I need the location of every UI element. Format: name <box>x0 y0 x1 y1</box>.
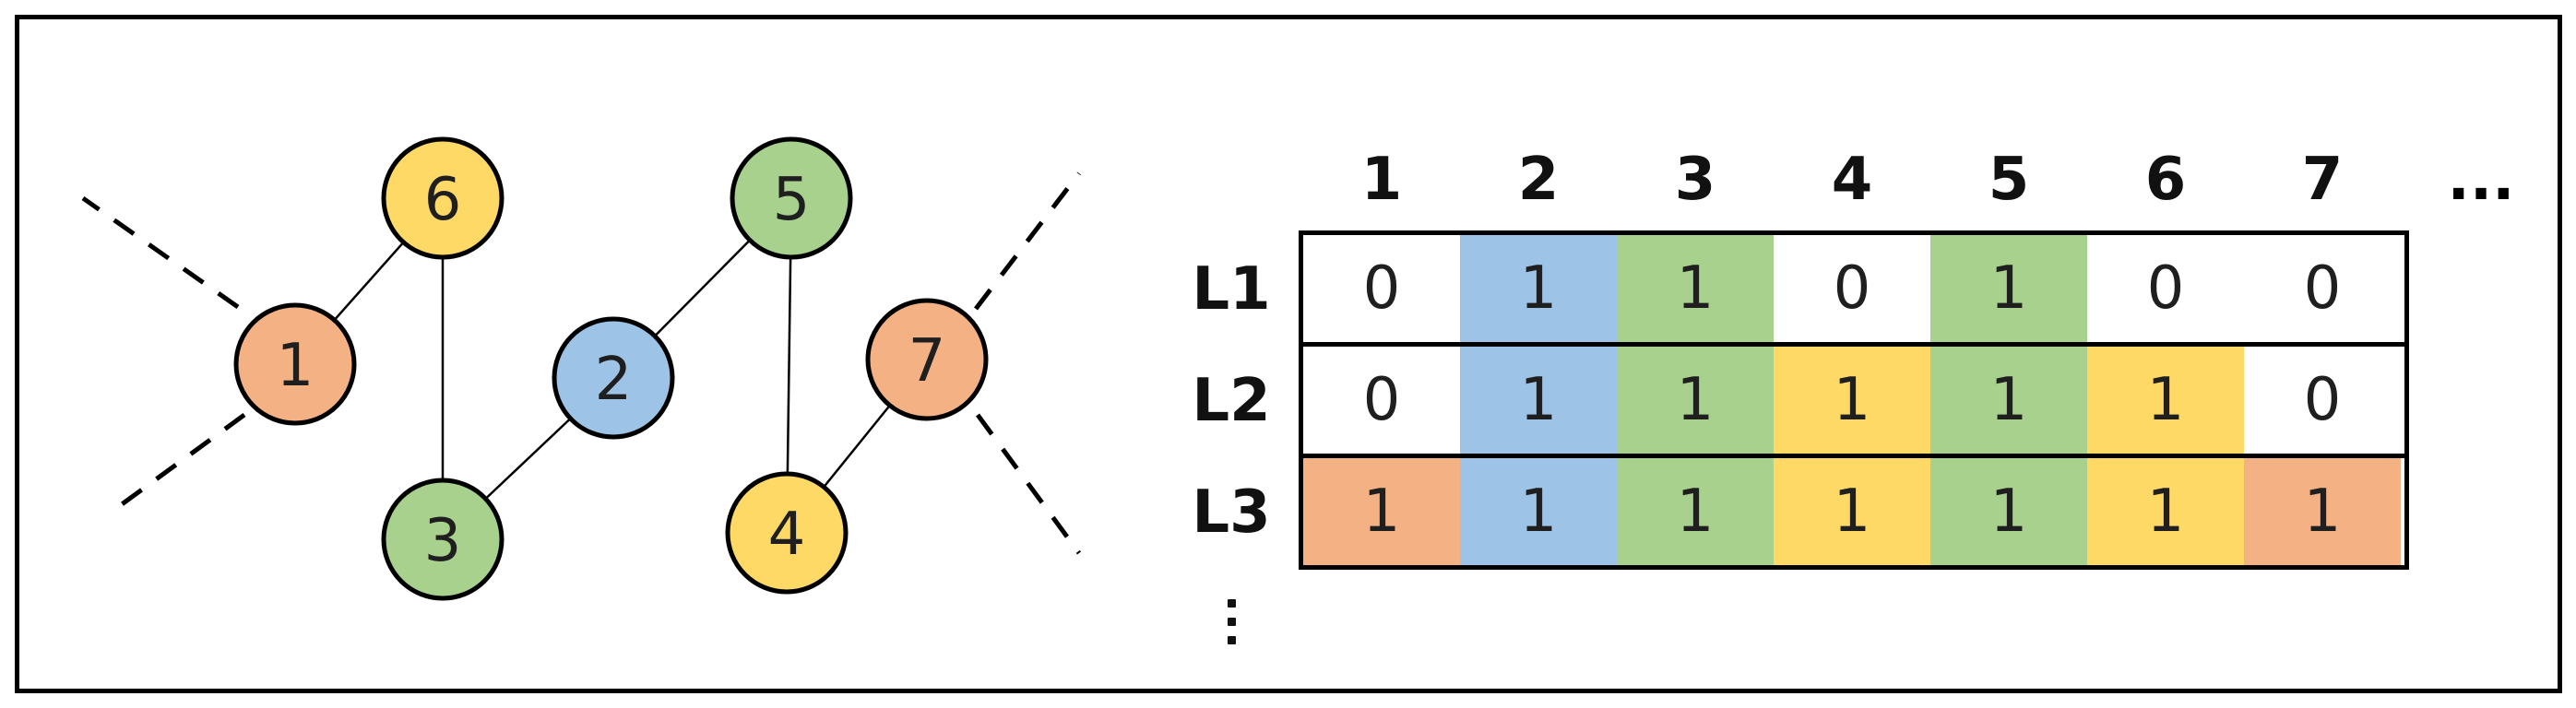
table-cell: 1 <box>2087 458 2244 565</box>
node-6: 6 <box>381 136 505 260</box>
edge-2-5 <box>654 239 751 337</box>
node-7: 7 <box>865 298 989 421</box>
column-header-2: 2 <box>1517 146 1560 214</box>
table-cell: 1 <box>1930 347 2087 454</box>
node-4-label: 4 <box>768 501 806 569</box>
node-3: 3 <box>381 478 505 601</box>
row-label-l3: L3 <box>1192 478 1271 547</box>
table-cell: 0 <box>2244 347 2401 454</box>
column-header-4: 4 <box>1831 146 1873 214</box>
node-2-label: 2 <box>595 346 633 414</box>
table-cell: 0 <box>1303 347 1460 454</box>
dangling-edge-7-up-right <box>974 171 1081 311</box>
table-cell: 1 <box>1460 347 1617 454</box>
table-cell: 1 <box>1930 235 2087 342</box>
column-header-1: 1 <box>1360 146 1403 214</box>
node-5-circle <box>730 136 853 260</box>
dangling-edges <box>81 171 1082 555</box>
table-cell: 1 <box>1617 458 1774 565</box>
node-4: 4 <box>725 471 849 595</box>
table-cell: 1 <box>1774 458 1930 565</box>
node-3-circle <box>381 478 505 601</box>
node-5: 5 <box>730 136 853 260</box>
diagram-frame <box>15 15 2562 693</box>
graph-edges <box>333 239 891 500</box>
more-columns-ellipsis: ... <box>2447 146 2515 214</box>
table-cell: 1 <box>2244 458 2401 565</box>
node-2-circle <box>552 316 675 440</box>
node-1: 1 <box>233 302 357 426</box>
edge-1-6 <box>333 242 405 321</box>
row-label-l2: L2 <box>1192 367 1271 435</box>
table-cell: 1 <box>1617 235 1774 342</box>
table-cell: 0 <box>2244 235 2401 342</box>
dangling-edge-1-down-left <box>106 412 246 517</box>
node-2: 2 <box>552 316 675 440</box>
table-cell: 0 <box>1303 235 1460 342</box>
table-cell: 1 <box>1303 458 1460 565</box>
table-cell: 1 <box>1460 458 1617 565</box>
table-cell: 1 <box>2087 347 2244 454</box>
column-header-7: 7 <box>2301 146 2344 214</box>
edge-4-7 <box>823 404 891 489</box>
node-7-circle <box>865 298 989 421</box>
table-cell: 0 <box>1774 235 1930 342</box>
node-1-label: 1 <box>277 332 315 400</box>
node-5-label: 5 <box>773 166 811 234</box>
table-cell: 1 <box>1774 347 1930 454</box>
more-rows-ellipsis <box>1204 590 1259 655</box>
dangling-edge-7-down-right <box>975 413 1082 555</box>
node-7-label: 7 <box>908 327 946 395</box>
node-6-circle <box>381 136 505 260</box>
column-header-5: 5 <box>1988 146 2030 214</box>
edge-3-2 <box>484 418 572 500</box>
column-header-6: 6 <box>2144 146 2187 214</box>
column-header-3: 3 <box>1674 146 1716 214</box>
table-cell: 1 <box>1460 235 1617 342</box>
node-1-circle <box>233 302 357 426</box>
node-3-label: 3 <box>424 507 462 575</box>
table-cell: 0 <box>2087 235 2244 342</box>
node-4-circle <box>725 471 849 595</box>
edge-5-4 <box>786 256 792 475</box>
graph-nodes: 1 6 3 2 5 4 7 <box>233 136 989 601</box>
row-label-l1: L1 <box>1192 255 1271 324</box>
table-cell: 1 <box>1617 347 1774 454</box>
node-6-label: 6 <box>424 166 462 234</box>
table-cell: 1 <box>1930 458 2087 565</box>
dangling-edge-1-up-left <box>81 195 240 310</box>
